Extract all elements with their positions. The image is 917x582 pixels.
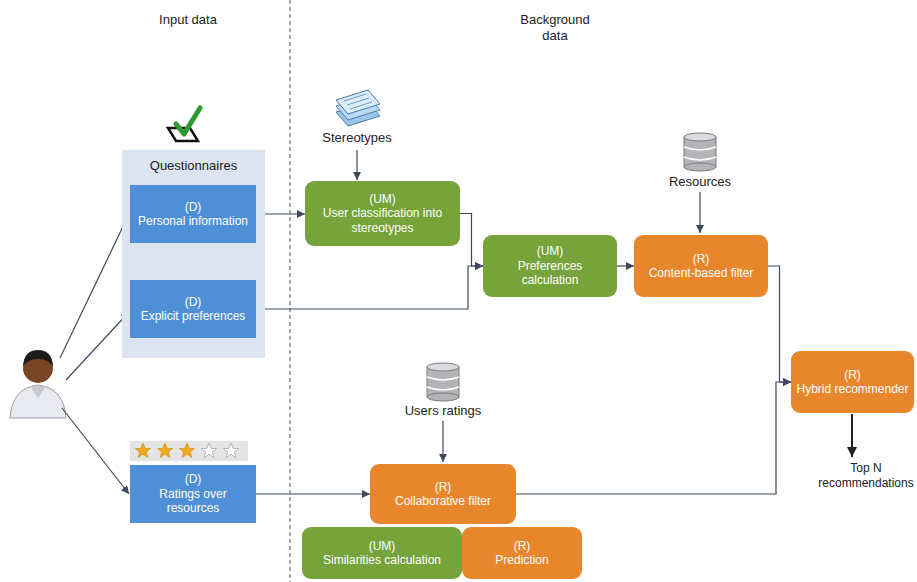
icon-label: Resources [660, 174, 740, 190]
box-tag: (D) [185, 472, 202, 486]
input-arrow [356, 150, 357, 180]
recommender-box: (R)Collaborative filter [370, 464, 516, 524]
flow-arrow [460, 214, 483, 267]
input-arrow [442, 421, 443, 462]
user-model-box: (UM)User classification into stereotypes [305, 181, 460, 246]
data-box: (D)Explicit preferences [130, 280, 256, 338]
database-icon [684, 133, 716, 171]
box-tag: (R) [693, 252, 710, 266]
checkbox-icon [168, 108, 200, 141]
box-text: Similarities calculation [323, 553, 441, 567]
data-box: (D)Personal information [130, 185, 256, 243]
box-tag: (R) [514, 539, 531, 553]
input-arrow [62, 408, 129, 494]
box-tag: (R) [435, 480, 452, 494]
input-arrow [699, 192, 700, 233]
divider-line [290, 0, 291, 582]
box-text: Ratings over resources [135, 487, 251, 516]
data-box: (D)Ratings over resources [130, 465, 256, 523]
box-tag: (UM) [369, 192, 396, 206]
input-arrow [60, 214, 129, 358]
connectors [256, 214, 791, 495]
output-arrow [851, 414, 853, 457]
box-text: Preferences calculation [488, 259, 612, 288]
recommender-box: (R)Prediction [462, 527, 582, 579]
user-model-box: (UM)Similarities calculation [302, 527, 462, 579]
input-arrow [66, 312, 129, 380]
box-text: Explicit preferences [141, 309, 246, 323]
box-tag: (D) [185, 200, 202, 214]
box-tag: (D) [185, 295, 202, 309]
icon-label: Users ratings [393, 403, 493, 419]
rating-stars [130, 441, 248, 461]
user-model-box: (UM)Preferences calculation [483, 235, 617, 297]
box-text: Prediction [495, 553, 548, 567]
database-icon [427, 363, 459, 401]
flow-arrow [256, 493, 370, 494]
box-tag: (UM) [369, 539, 396, 553]
box-text: Collaborative filter [395, 494, 491, 508]
icon-label: Stereotypes [312, 130, 402, 146]
flow-arrow [256, 266, 483, 309]
flow-arrow [617, 265, 634, 266]
questionnaire-panel: Questionnaires(D)Personal information(D)… [122, 150, 265, 358]
person-icon [10, 350, 66, 418]
box-text: Content-based filter [649, 266, 754, 280]
box-text: Personal information [138, 214, 248, 228]
output-label: Top N recommendations [817, 461, 915, 491]
box-text: User classification into stereotypes [310, 206, 455, 235]
box-text: Hybrid recommender [796, 382, 908, 396]
section-heading: Background data [510, 12, 600, 45]
stereotypes-icon [336, 90, 380, 126]
flow-arrow [768, 266, 791, 382]
box-tag: (R) [844, 368, 861, 382]
box-tag: (UM) [537, 244, 564, 258]
flow-arrow [516, 382, 791, 494]
recommender-box: (R)Content-based filter [634, 235, 768, 297]
box-text: Questionnaires [150, 158, 237, 174]
section-heading: Input data [153, 12, 223, 28]
recommender-box: (R)Hybrid recommender [791, 351, 914, 413]
